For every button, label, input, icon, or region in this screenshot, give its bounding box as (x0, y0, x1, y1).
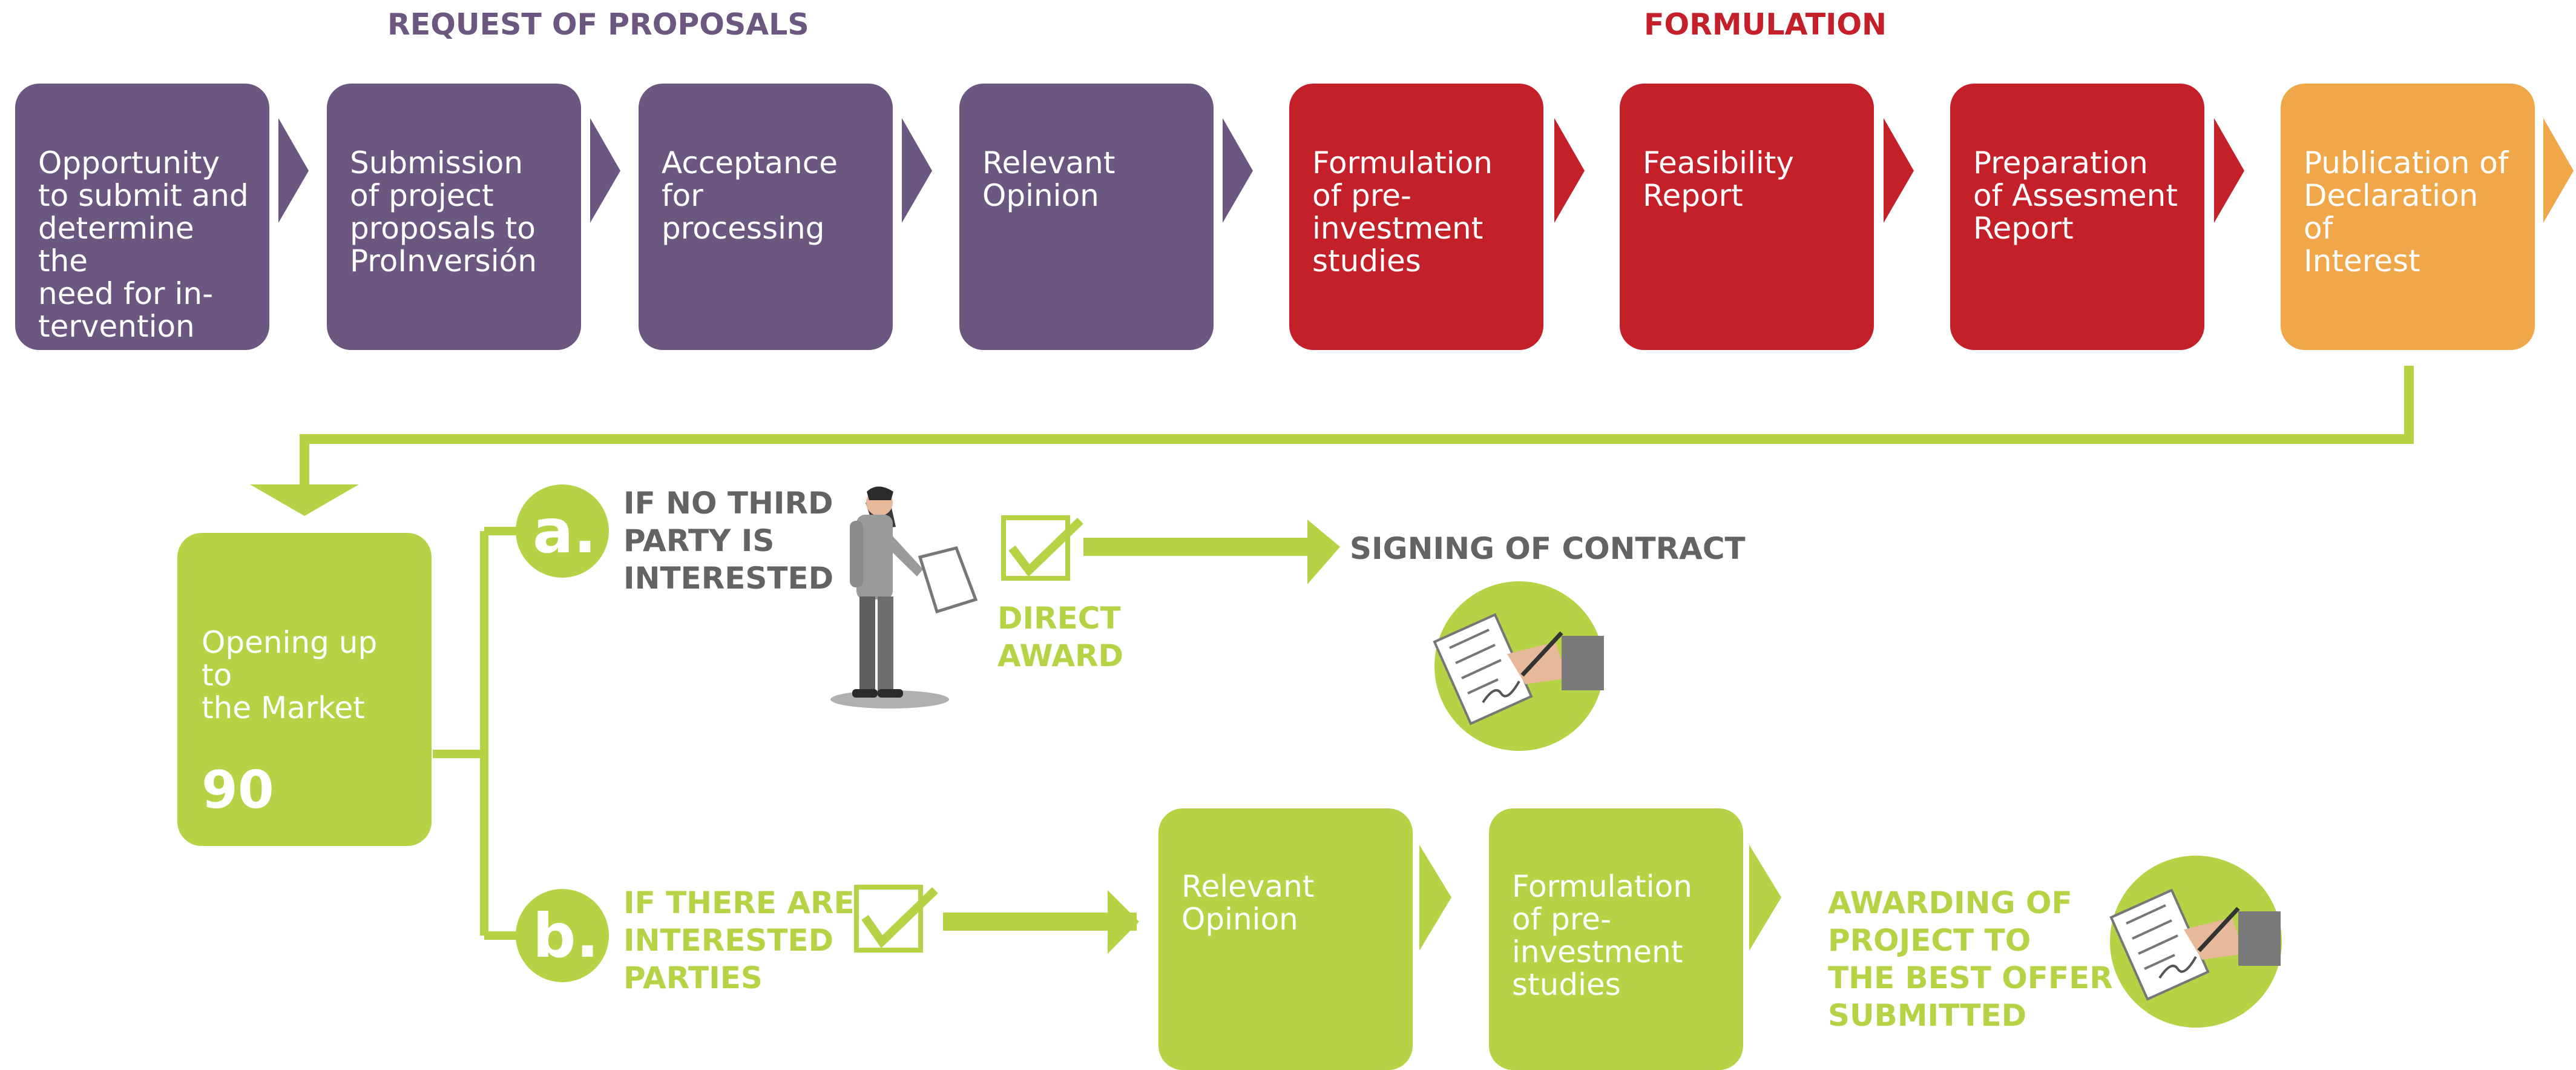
check-box-icon (1001, 515, 1083, 581)
step-label: Formulation of pre- investment studies (1312, 145, 1493, 279)
branch-b-condition: IF THERE ARE INTERESTED PARTIES (623, 885, 855, 996)
step-publication: Publication of Declaration of Interest (2281, 84, 2535, 350)
step-opportunity: Opportunity to submit and determine the … (15, 84, 269, 350)
step-label: Formulation of pre- investment studies (1512, 869, 1692, 1002)
step-label: Publication of Declaration of Interest (2304, 145, 2509, 279)
step-label: Opportunity to submit and determine the … (38, 145, 249, 344)
step-label: Relevant Opinion (982, 145, 1116, 213)
step-acceptance: Acceptance for processing (639, 84, 893, 350)
branch-a-letter: a. (533, 496, 597, 567)
chevron-right-icon (2214, 118, 2244, 223)
arrow-right-icon (1108, 890, 1139, 954)
step-label: Submission of project proposals to ProIn… (350, 145, 537, 279)
step-label: Relevant Opinion (1181, 869, 1315, 937)
market-label: Opening up to the Market (202, 625, 378, 725)
arrow-right-icon (1307, 520, 1340, 584)
arrow-right-icon (943, 913, 1137, 931)
chevron-right-icon (1419, 845, 1451, 951)
chevron-right-icon (1223, 118, 1253, 223)
chevron-right-icon (2543, 118, 2574, 223)
market-box: Opening up to the Market 90 calendar day… (177, 533, 432, 917)
header-request-of-proposals: REQUEST OF PROPOSALS (387, 7, 809, 42)
direct-award-label: DIRECT AWARD (997, 601, 1124, 673)
branch-b-circle (516, 889, 609, 982)
step-label: Acceptance for processing (662, 145, 838, 246)
branch-b-letter: b. (533, 900, 599, 971)
chevron-right-icon (1749, 845, 1781, 951)
check-box-icon (854, 885, 938, 953)
market-days-unit: calendar days (202, 846, 367, 919)
arrow-right-icon (1083, 538, 1307, 556)
branch-a-condition: IF NO THIRD PARTY IS INTERESTED (623, 486, 834, 596)
chevron-right-icon (590, 118, 620, 223)
signing-contract-icon (2109, 856, 2282, 1028)
connector-line (300, 366, 2414, 484)
step-label: Preparation of Assesment Report (1973, 145, 2178, 246)
header-formulation: FORMULATION (1644, 7, 1887, 42)
b-step-formulation: Formulation of pre- investment studies (1489, 808, 1743, 1070)
signing-contract-icon (1433, 581, 1604, 751)
chevron-right-icon (278, 118, 309, 223)
step-feasibility: Feasibility Report (1620, 84, 1874, 350)
person-with-document-icon (830, 486, 978, 708)
step-assessment: Preparation of Assesment Report (1950, 84, 2204, 350)
market-days: 90 (202, 760, 274, 821)
step-label: Feasibility Report (1643, 145, 1794, 213)
chevron-right-icon (1554, 118, 1585, 223)
signing-of-contract-label: SIGNING OF CONTRACT (1350, 531, 1746, 566)
branch-a-circle (516, 484, 609, 578)
awarding-label: AWARDING OF PROJECT TO THE BEST OFFER SU… (1828, 885, 2113, 1033)
arrow-down-icon (250, 484, 359, 516)
chevron-right-icon (1884, 118, 1914, 223)
branch-bracket (433, 527, 527, 940)
step-submission: Submission of project proposals to ProIn… (327, 84, 581, 350)
step-relevant-opinion: Relevant Opinion (959, 84, 1214, 350)
b-step-relevant-opinion: Relevant Opinion (1158, 808, 1413, 1070)
step-formulation: Formulation of pre- investment studies (1289, 84, 1543, 350)
chevron-right-icon (902, 118, 932, 223)
